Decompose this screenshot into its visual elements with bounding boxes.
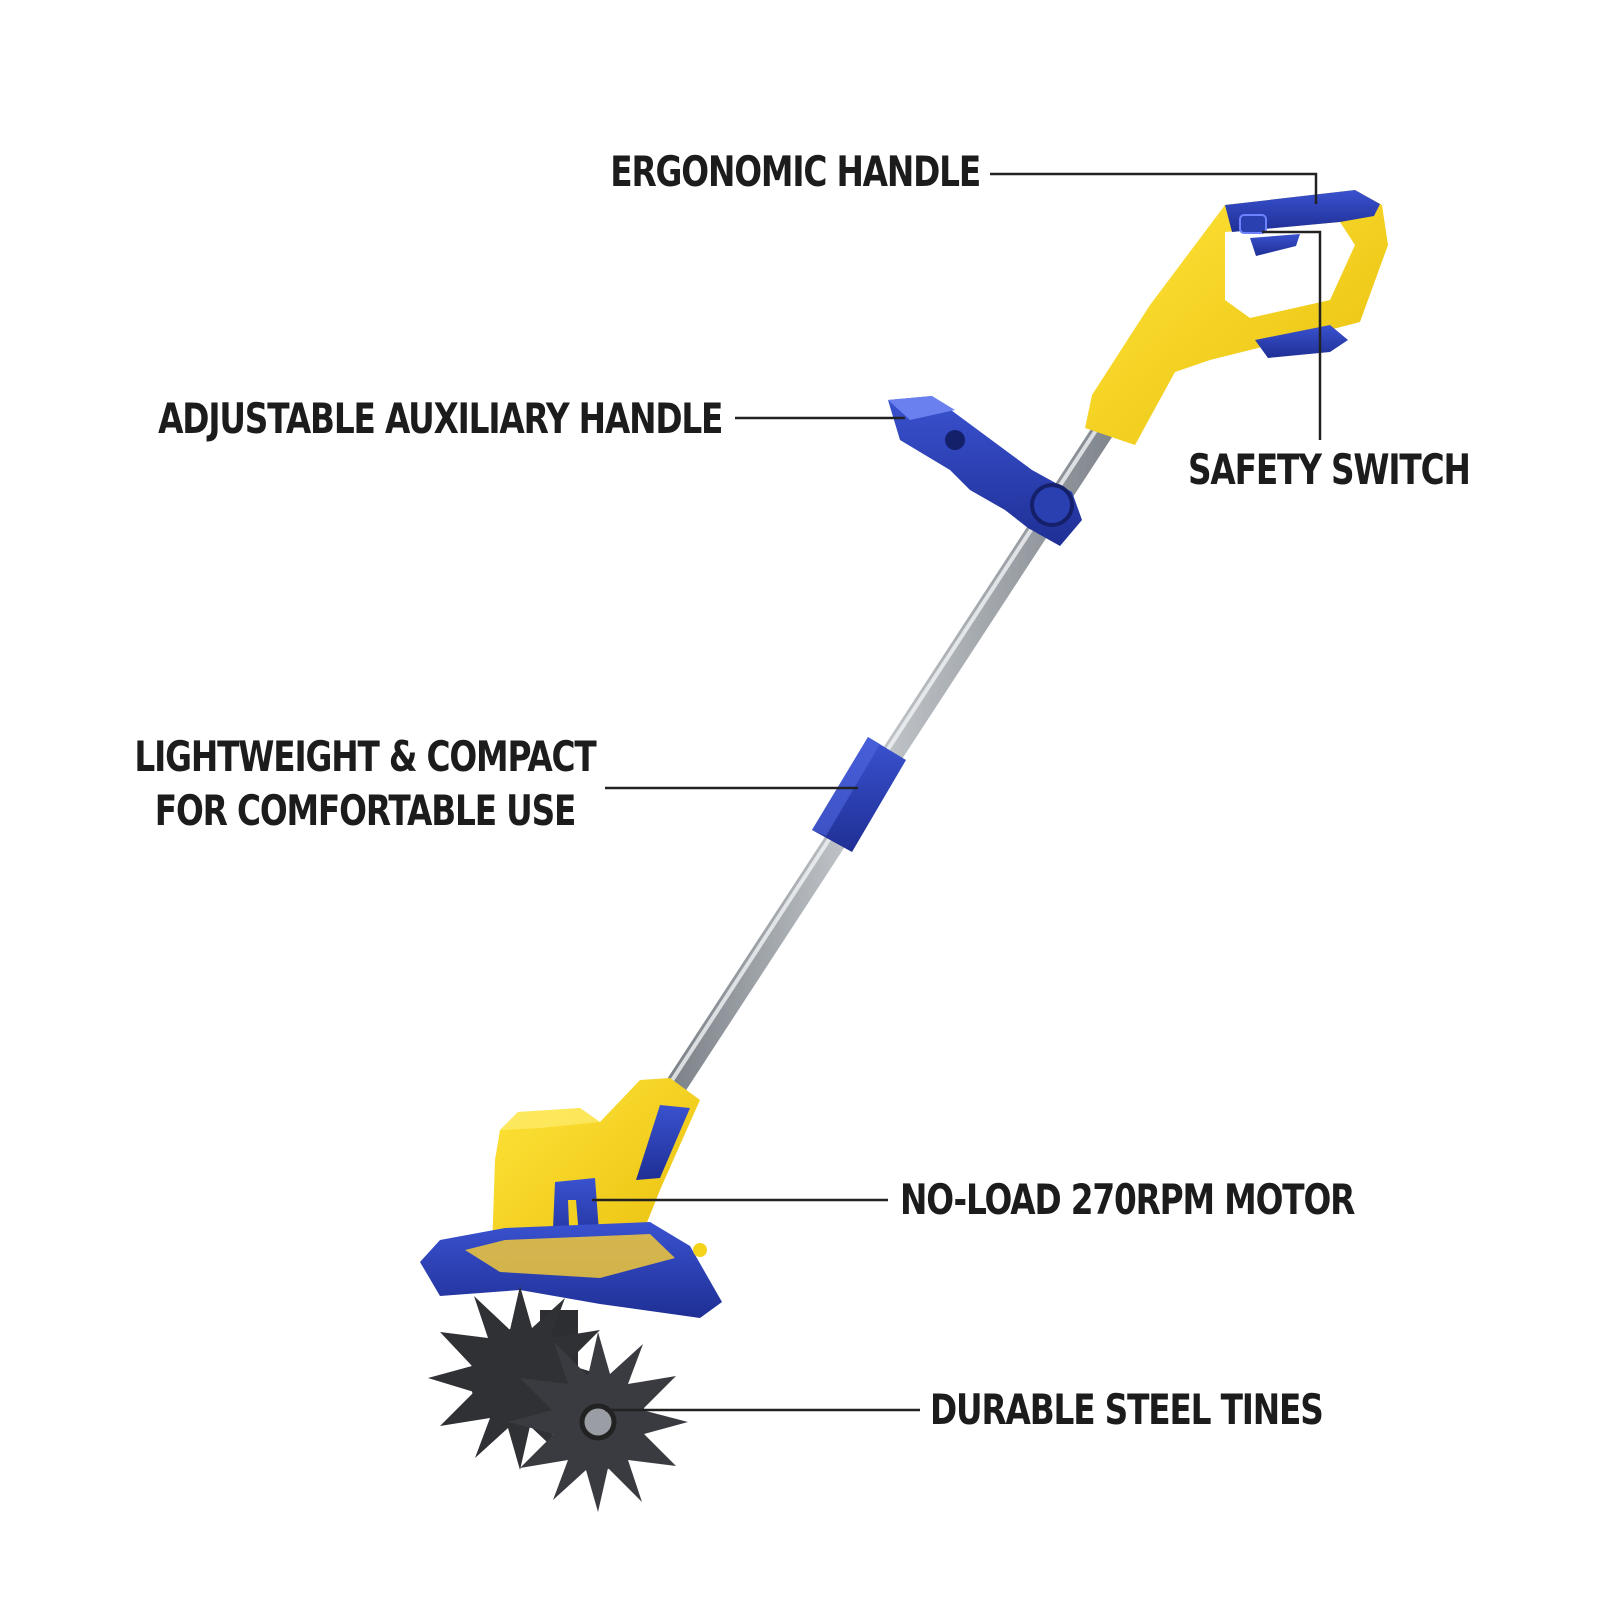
callout-auxiliary-handle: ADJUSTABLE AUXILIARY HANDLE: [157, 394, 723, 443]
ergonomic-handle-graphic: [1085, 190, 1388, 445]
leader-lines: [592, 172, 1322, 1412]
telescopic-collar: [812, 737, 906, 852]
callout-tines: DURABLE STEEL TINES: [930, 1385, 1324, 1434]
callout-ergonomic-handle: ERGONOMIC HANDLE: [610, 147, 981, 196]
leader-line-ergonomic-handle: [990, 172, 1318, 204]
callout-lightweight-line2: FOR COMFORTABLE USE: [154, 786, 577, 835]
callout-safety-switch: SAFETY SWITCH: [1188, 445, 1471, 494]
auxiliary-handle-graphic: [888, 396, 1082, 546]
tine-guard-graphic: [420, 1222, 722, 1318]
callout-motor: NO-LOAD 270RPM MOTOR: [900, 1175, 1355, 1224]
motor-housing-graphic: [492, 1078, 700, 1262]
callout-lightweight: LIGHTWEIGHT & COMPACT FOR COMFORTABLE US…: [80, 730, 649, 838]
leader-line-safety-switch: [1262, 230, 1322, 440]
callout-lightweight-line1: LIGHTWEIGHT & COMPACT: [134, 732, 596, 781]
steel-tines-graphic: [428, 1286, 688, 1512]
